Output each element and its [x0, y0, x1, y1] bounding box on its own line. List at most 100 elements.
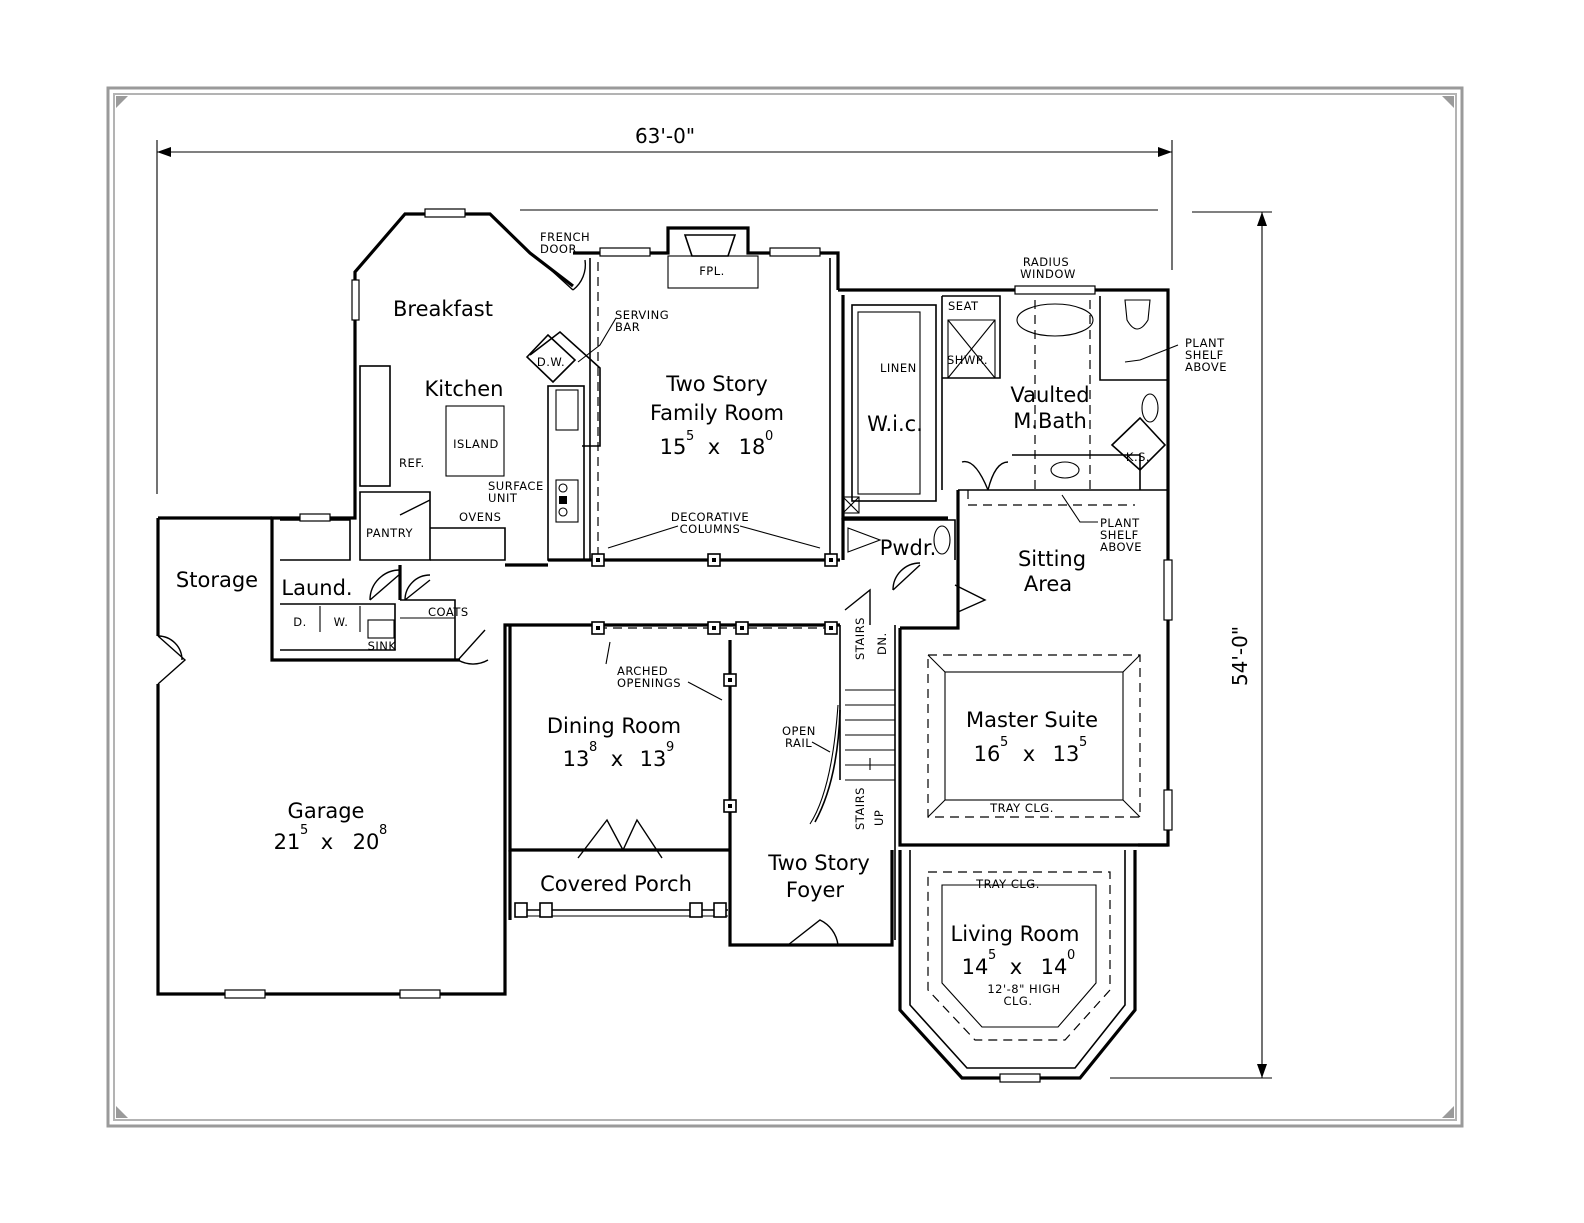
decorative-columns-note-2: COLUMNS	[680, 522, 741, 536]
living-room-size: 14 5 x 14 0	[962, 948, 1076, 979]
living-room-width: 14	[962, 955, 989, 979]
windows	[224, 208, 1173, 1083]
depth-dimension-label: 54'-0"	[1228, 626, 1252, 686]
seat-note: SEAT	[948, 299, 979, 313]
garage-width-inches: 5	[300, 823, 308, 838]
fireplace-note: FPL.	[699, 264, 725, 278]
dining-room-size: 13 8 x 13 9	[563, 740, 675, 771]
stairs-up-note-2: UP	[872, 810, 886, 826]
family-room-width: 15	[660, 435, 687, 459]
dashed-lines	[597, 262, 1141, 1041]
master-suite-depth: 13	[1053, 742, 1080, 766]
sitting-area-label-2: Area	[1024, 572, 1072, 596]
family-room-x: x	[708, 435, 720, 459]
dining-room-width: 13	[563, 747, 590, 771]
kitchen-sink-note: K.S.	[1126, 450, 1150, 464]
living-room-depth-inches: 0	[1067, 948, 1075, 963]
arched-openings-note-1: ARCHED	[617, 664, 668, 678]
plant-shelf-note-2b: SHELF	[1100, 528, 1139, 542]
pantry-note: PANTRY	[366, 526, 413, 540]
open-rail-note-1: OPEN	[782, 724, 816, 738]
width-dimension-label: 63'-0"	[635, 124, 695, 148]
surface-unit-note-1: SURFACE	[488, 479, 544, 493]
master-bath-label-1: Vaulted	[1010, 383, 1089, 407]
arched-openings-note-2: OPENINGS	[617, 676, 681, 690]
high-ceiling-note-1: 12'-8" HIGH	[987, 982, 1060, 996]
plant-shelf-note-1c: ABOVE	[1185, 360, 1227, 374]
leader-lines	[577, 317, 1179, 770]
foyer-label-2: Foyer	[786, 878, 845, 902]
storage-label: Storage	[176, 568, 258, 592]
ovens-note: OVENS	[459, 510, 501, 524]
open-rail-note-2: RAIL	[785, 736, 812, 750]
exterior-walls	[156, 212, 1170, 1080]
annotation-notes: FRENCH DOOR FPL. SERVING BAR D.W. ISLAND…	[293, 230, 1227, 1008]
dining-room-x: x	[611, 747, 623, 771]
plant-shelf-note-2c: ABOVE	[1100, 540, 1142, 554]
kitchen-label: Kitchen	[425, 377, 504, 401]
master-suite-size: 16 5 x 13 5	[974, 735, 1088, 766]
dryer-note: D.	[293, 615, 307, 629]
interior-walls	[280, 258, 1168, 940]
french-door-note-1: FRENCH	[540, 230, 590, 244]
surface-unit-note-2: UNIT	[488, 491, 518, 505]
stairs-down-note-2: DN.	[875, 632, 889, 655]
plant-shelf-note-1a: PLANT	[1185, 336, 1225, 350]
breakfast-label: Breakfast	[393, 297, 493, 321]
laundry-label: Laund.	[281, 576, 352, 600]
radius-window-note-1: RADIUS	[1023, 255, 1069, 269]
living-room-width-inches: 5	[988, 948, 996, 963]
doors	[157, 259, 1009, 946]
garage-depth: 20	[353, 830, 380, 854]
serving-bar-note-1: SERVING	[615, 308, 669, 322]
sitting-area-label-1: Sitting	[1018, 547, 1086, 571]
plant-shelf-note-1b: SHELF	[1185, 348, 1224, 362]
foyer-label-1: Two Story	[767, 851, 870, 875]
garage-depth-inches: 8	[379, 823, 387, 838]
family-room-width-inches: 5	[686, 429, 694, 444]
living-tray-ceiling-note: TRAY CLG.	[975, 877, 1040, 891]
living-room-label: Living Room	[951, 922, 1080, 946]
island-note: ISLAND	[453, 437, 499, 451]
wic-label: W.i.c.	[867, 412, 923, 436]
washer-note: W.	[334, 615, 349, 629]
master-suite-depth-inches: 5	[1079, 735, 1087, 750]
decorative-columns	[514, 553, 838, 918]
powder-room-label: Pwdr.	[880, 536, 937, 560]
room-labels: Breakfast Kitchen Two Story Family Room …	[176, 297, 1098, 979]
refrigerator-note: REF.	[399, 456, 425, 470]
family-room-depth-inches: 0	[765, 429, 773, 444]
master-suite-width-inches: 5	[1000, 735, 1008, 750]
depth-dimension: 54'-0"	[1110, 211, 1272, 1079]
high-ceiling-note-2: CLG.	[1003, 994, 1032, 1008]
dishwasher-note: D.W.	[537, 355, 565, 369]
decorative-columns-note-1: DECORATIVE	[671, 510, 749, 524]
garage-size: 21 5 x 20 8	[274, 823, 388, 854]
stairs-up-note-1: STAIRS	[853, 787, 867, 830]
family-room-size: 15 5 x 18 0	[660, 429, 774, 459]
french-door-note-2: DOOR	[540, 242, 577, 256]
sheet-frame	[106, 86, 1464, 1128]
plant-shelf-note-2a: PLANT	[1100, 516, 1140, 530]
coats-note: COATS	[428, 605, 469, 619]
dining-room-depth: 13	[640, 747, 667, 771]
sink-note: SINK	[368, 639, 397, 653]
garage-label: Garage	[288, 799, 365, 823]
master-suite-width: 16	[974, 742, 1001, 766]
master-tray-ceiling-note: TRAY CLG.	[989, 801, 1054, 815]
fixtures	[525, 234, 1159, 555]
shower-note: SHWR.	[947, 353, 988, 367]
living-room-depth: 14	[1041, 955, 1068, 979]
linen-note: LINEN	[880, 361, 917, 375]
garage-width: 21	[274, 830, 301, 854]
master-bath-label-2: M.Bath	[1013, 409, 1087, 433]
master-suite-x: x	[1023, 742, 1035, 766]
family-room-label-2: Family Room	[650, 401, 784, 425]
living-room-x: x	[1010, 955, 1022, 979]
radius-window-note-2: WINDOW	[1020, 267, 1076, 281]
garage-x: x	[321, 830, 333, 854]
serving-bar-note-2: BAR	[615, 320, 640, 334]
dining-room-width-inches: 8	[589, 740, 597, 755]
family-room-label-1: Two Story	[665, 372, 768, 396]
